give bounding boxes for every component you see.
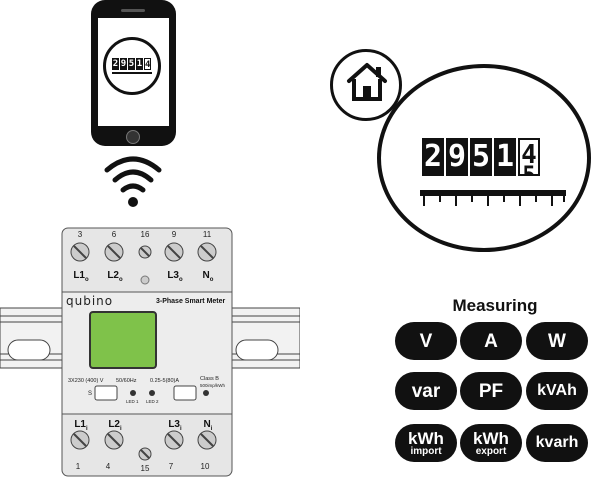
measuring-title: Measuring [452, 296, 538, 315]
terminal-number: 9 [171, 230, 177, 239]
readout-digit: 2 [422, 138, 444, 176]
wifi-icon [104, 156, 162, 207]
phone-digit: 9 [120, 58, 127, 70]
terminal-number: 10 [200, 462, 210, 471]
phase-label: L2i [108, 419, 122, 432]
spec-frequency: 50/60Hz [116, 378, 137, 384]
phone-digit: 4 [144, 58, 151, 70]
readout-digit: 9 [446, 138, 468, 176]
spec-impulse: 500imp/kWh [200, 383, 226, 388]
phone-readout-scale [112, 72, 152, 74]
terminal-number: 7 [168, 462, 174, 471]
measure-badge-kwh-export: kWh export [460, 424, 522, 462]
phone-digit: 1 [136, 58, 143, 70]
terminal-number: 6 [111, 230, 117, 239]
spec-current: 0.25-5(80)A [150, 378, 180, 384]
phone-meter-readout: 2 9 5 1 4 [112, 58, 151, 70]
measure-badge-kvah: kVAh [526, 372, 588, 410]
terminal-number: 4 [105, 462, 111, 471]
phase-label: L3i [168, 419, 182, 432]
house-badge [330, 49, 402, 121]
spec-voltage: 3X230 (400) V [68, 378, 104, 384]
phase-label: Ni [203, 419, 213, 432]
led1-label: LED 1 [126, 399, 139, 404]
magnified-readout: 2 9 5 1 4 5 [422, 138, 540, 176]
phone-digit: 5 [128, 58, 135, 70]
brand-logo: qubino [66, 294, 114, 308]
house-icon [347, 63, 387, 101]
terminal-number: 11 [202, 230, 212, 239]
phase-label: No [202, 270, 214, 283]
readout-digit-rolling: 4 5 [518, 138, 540, 176]
phone-digit: 2 [112, 58, 119, 70]
terminal-number: 15 [140, 464, 150, 473]
phone-home-button [126, 130, 140, 144]
phase-label: L1i [74, 419, 88, 432]
measure-badge-a: A [460, 322, 522, 360]
phase-label: L2o [107, 270, 123, 283]
measure-badge-var: var [395, 372, 457, 410]
terminal-number: 3 [77, 230, 83, 239]
phase-label: L3o [167, 270, 183, 283]
smart-meter-illustration [0, 227, 300, 477]
phone-speaker [121, 9, 145, 12]
product-name: 3-Phase Smart Meter [156, 298, 226, 305]
measure-badge-kvarh: kvarh [526, 424, 588, 462]
measure-badge-pf: PF [460, 372, 522, 410]
phase-label: L1o [73, 270, 89, 283]
readout-digit: 5 [470, 138, 492, 176]
terminal-number: 16 [140, 230, 150, 239]
measure-badge-w: W [526, 322, 588, 360]
measure-badge-kwh-import: kWh import [395, 424, 457, 462]
spec-class: Class B [200, 376, 219, 382]
measure-badge-v: V [395, 322, 457, 360]
s-button-label: S [88, 391, 93, 397]
led2-label: LED 2 [146, 399, 159, 404]
terminal-number: 1 [75, 462, 81, 471]
readout-scale [420, 190, 566, 206]
readout-digit: 1 [494, 138, 516, 176]
